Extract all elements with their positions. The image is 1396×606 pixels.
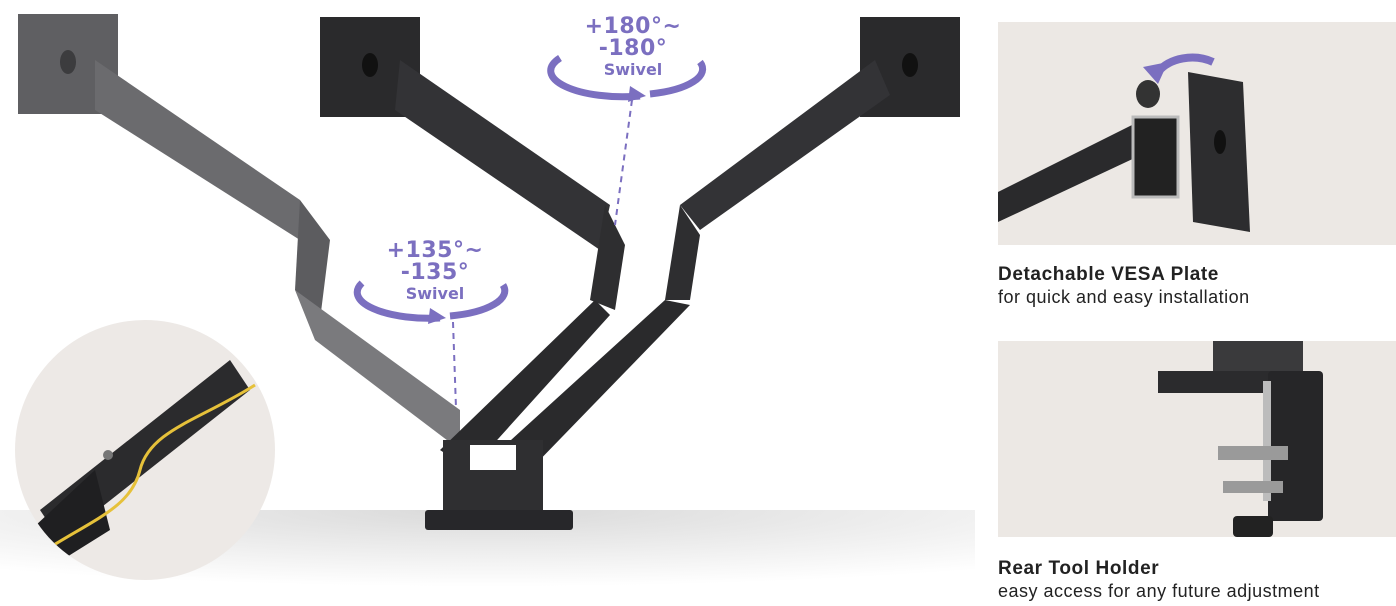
cable-management-detail <box>15 320 275 580</box>
feature-title-2: Rear Tool Holder <box>998 558 1160 579</box>
middle-arm <box>320 17 625 470</box>
swivel-word-small: Swivel <box>405 284 465 303</box>
vesa-plate-photo <box>998 22 1396 245</box>
feature-caption-2: Rear Tool Holder easy access for any fut… <box>998 558 1320 602</box>
swivel-range-large: +180°~ -180° <box>584 14 682 61</box>
tool-holder-photo <box>998 341 1396 537</box>
feature-subtitle-2: easy access for any future adjustment <box>998 581 1320 601</box>
swivel-range-small: +135°~ -135° <box>386 238 484 285</box>
right-arm <box>500 17 960 470</box>
feature-caption-1: Detachable VESA Plate easy access for an… <box>998 264 1250 308</box>
feature-subtitle-1-text: for quick and easy installation <box>998 287 1250 307</box>
desk-clamp-base <box>425 440 573 530</box>
left-arm <box>18 14 460 450</box>
swivel-arrow-small <box>353 280 509 409</box>
swivel-arrow-large <box>547 55 707 226</box>
swivel-label-large: +180°~ -180° Swivel <box>548 16 718 78</box>
swivel-label-small: +135°~ -135° Swivel <box>350 240 520 302</box>
monitor-arm-illustration <box>0 14 975 606</box>
feature-title-1: Detachable VESA Plate <box>998 264 1219 285</box>
swivel-word-large: Swivel <box>603 60 663 79</box>
product-hero-image: +180°~ -180° Swivel +135°~ -135° Swivel <box>0 14 975 606</box>
